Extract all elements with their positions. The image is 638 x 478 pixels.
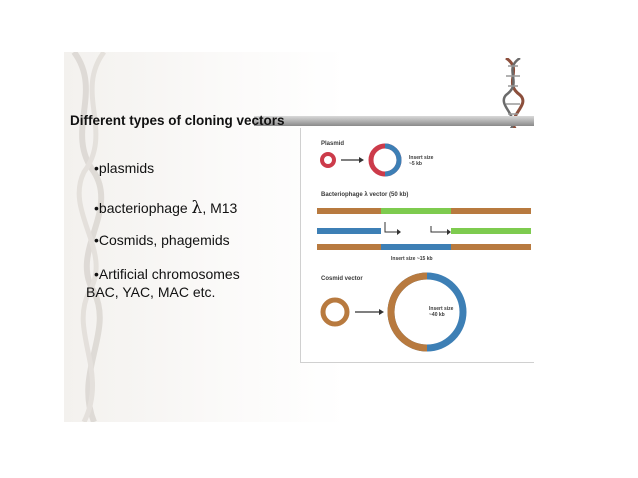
plasmid-label: Plasmid (321, 141, 344, 147)
lambda-recombinant-left (317, 244, 381, 250)
lambda-symbol: λ (191, 198, 203, 218)
plasmid-insert-size: Insert size (409, 155, 434, 161)
bullet-plasmids: •plasmids (94, 160, 155, 176)
plasmid-insert-arc (384, 143, 402, 177)
lambda-vector-label: Bacteriophage λ vector (50 kb) (321, 192, 408, 198)
slide-title: Different types of cloning vectors (70, 113, 285, 128)
lambda-arrowhead-down (397, 229, 401, 235)
lambda-right-arm (451, 208, 531, 214)
plasmid-insert-kb: ~5 kb (409, 161, 422, 167)
lambda-arrow-out (430, 226, 447, 233)
lambda-left-arm (317, 208, 381, 214)
bullet-bacteriophage: •bacteriophage λ, M13 (94, 198, 237, 218)
bullet-bacteriophage-suffix: , M13 (202, 200, 238, 216)
bullet-artificial-chromosomes: •Artificial chromosomes (94, 266, 240, 282)
bullet-bacteriophage-text: •bacteriophage (94, 200, 192, 216)
lambda-recombinant-right (451, 244, 531, 250)
lambda-stuffer (381, 208, 451, 214)
lambda-arrowhead-out (447, 229, 451, 235)
bullet-cosmids: •Cosmids, phagemids (94, 232, 230, 248)
cosmid-vector-label: Cosmid vector (321, 276, 363, 282)
cosmid-small-ring (320, 297, 350, 327)
cosmid-arrowhead (379, 309, 384, 315)
title-underline-bar (254, 116, 534, 126)
cosmid-insert-size: Insert size (429, 306, 454, 312)
cloning-vectors-figure: Plasmid Insert size ~5 kb Bacteriophage … (300, 128, 534, 363)
lambda-stuffer-released (451, 228, 531, 234)
cosmid-vector-arc (387, 272, 428, 352)
lambda-insert-size: Insert size ~15 kb (391, 256, 433, 262)
slide: Different types of cloning vectors •plas… (64, 52, 534, 422)
dna-background-decoration (71, 52, 107, 422)
plasmid-small-ring (320, 152, 336, 168)
lambda-recombinant-insert (381, 244, 451, 250)
bullet-artificial-chromosomes-examples: BAC, YAC, MAC etc. (86, 284, 216, 300)
lambda-arrow-down (384, 222, 397, 233)
lambda-insert-left (317, 228, 381, 234)
plasmid-arrowhead (359, 157, 364, 163)
vectors-diagram: Plasmid Insert size ~5 kb Bacteriophage … (317, 141, 531, 352)
cosmid-insert-kb: ~40 kb (429, 312, 445, 318)
